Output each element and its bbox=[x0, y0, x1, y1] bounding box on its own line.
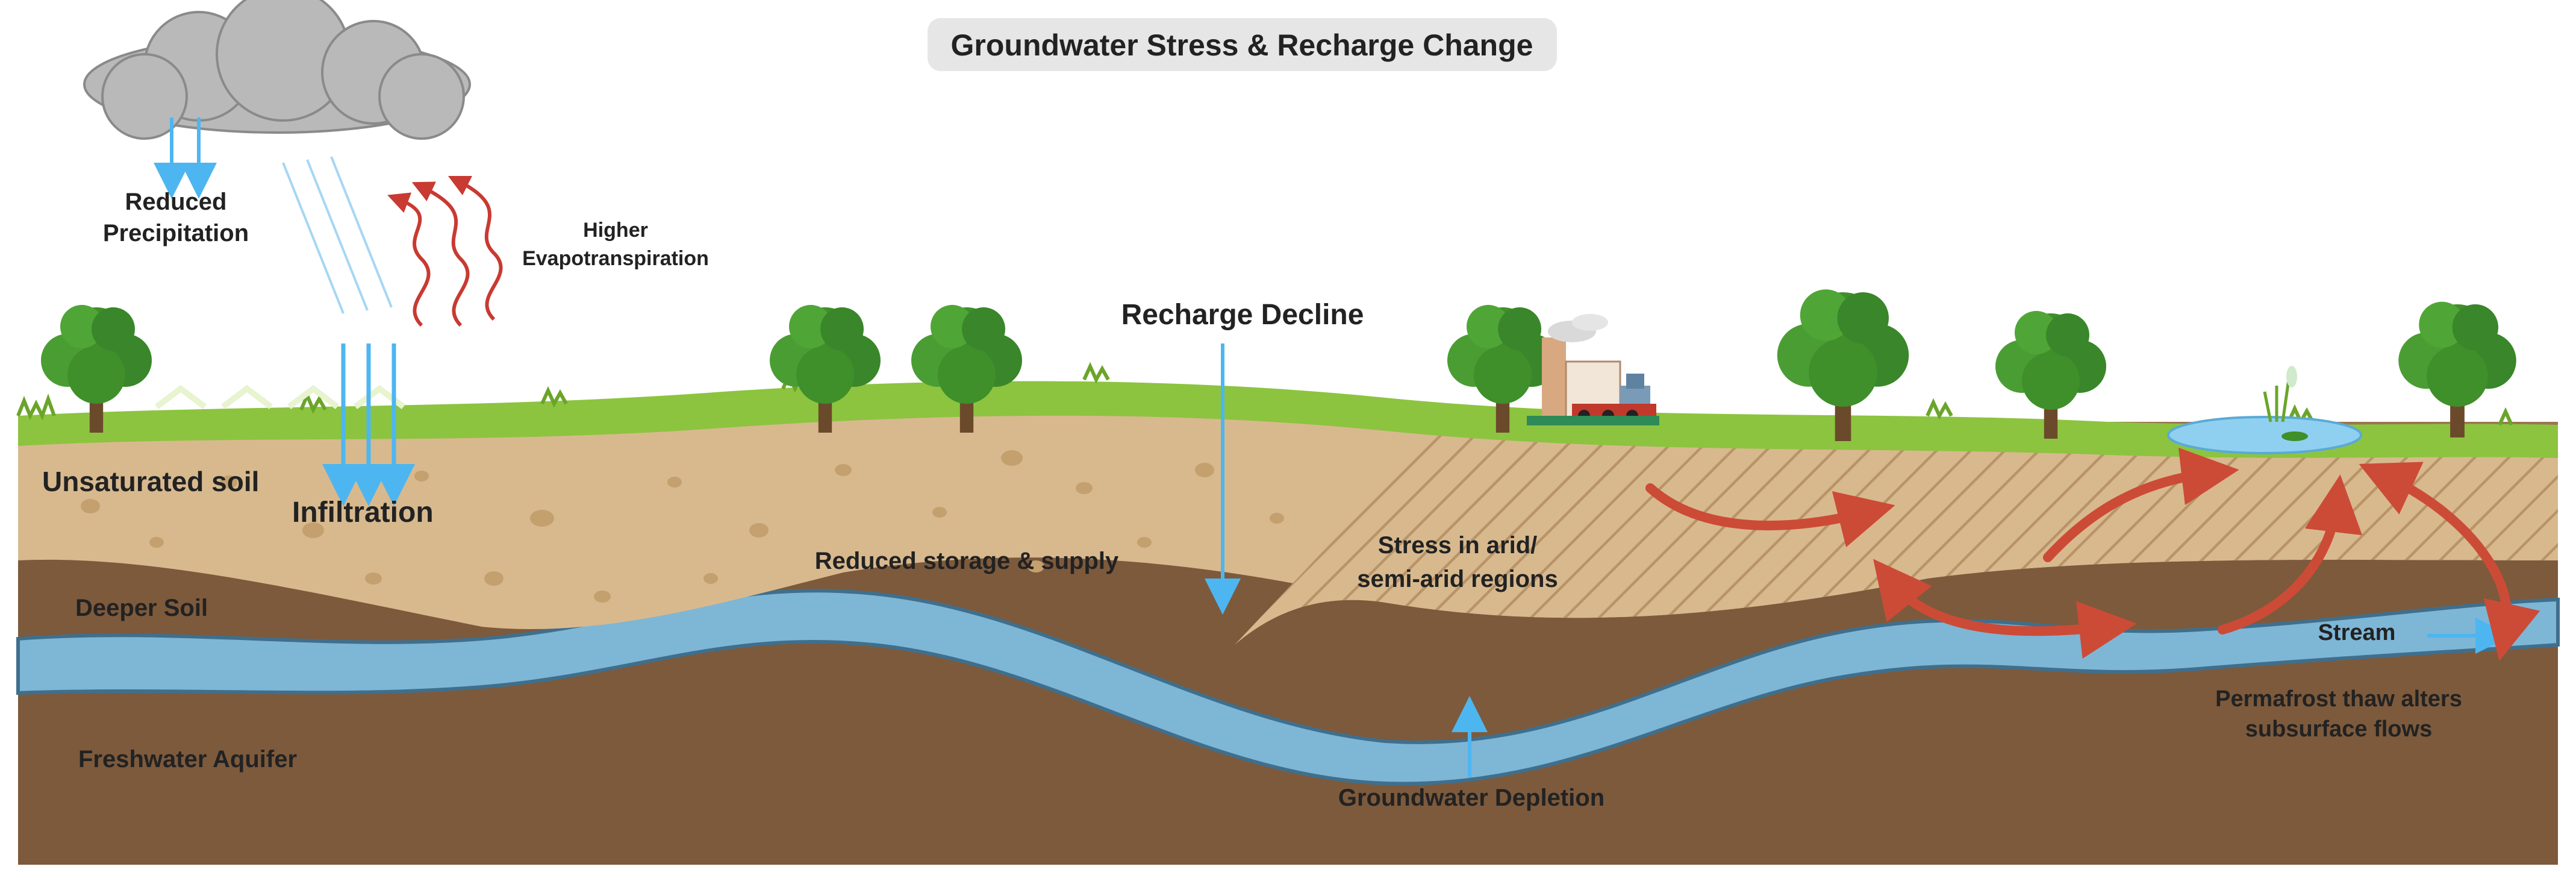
evapotranspiration-waves bbox=[387, 175, 503, 327]
label-unsaturated-soil: Unsaturated soil bbox=[42, 466, 259, 497]
label-permafrost-1: Permafrost thaw alters bbox=[2215, 686, 2462, 712]
rain-streaks bbox=[282, 156, 393, 314]
label-stress-arid-1: Stress in arid/ bbox=[1378, 532, 1538, 559]
soil-pebbles bbox=[81, 450, 1284, 603]
factory-icon bbox=[1527, 314, 1659, 425]
label-reduced-storage: Reduced storage & supply bbox=[815, 548, 1119, 574]
label-stream: Stream bbox=[2318, 620, 2396, 645]
label-deeper-soil: Deeper Soil bbox=[75, 595, 208, 621]
label-stress-arid-2: semi-arid regions bbox=[1357, 566, 1558, 592]
pond-icon bbox=[2167, 366, 2362, 454]
label-freshwater-aquifer: Freshwater Aquifer bbox=[78, 746, 297, 773]
label-higher-et-1: Higher bbox=[583, 219, 648, 242]
cloud-icon bbox=[83, 0, 471, 140]
label-higher-et-2: Evapotranspiration bbox=[522, 247, 709, 270]
grass-band bbox=[18, 381, 2558, 458]
label-reduced-precipitation-2: Precipitation bbox=[103, 220, 249, 246]
tree-icon bbox=[2398, 301, 2516, 437]
label-groundwater-depletion: Groundwater Depletion bbox=[1338, 785, 1605, 811]
label-permafrost-2: subsurface flows bbox=[2245, 716, 2432, 742]
page-title: Groundwater Stress & Recharge Change bbox=[951, 28, 1533, 62]
title-pill bbox=[928, 18, 1557, 71]
ground-chevrons bbox=[155, 384, 405, 409]
label-reduced-precipitation-1: Reduced bbox=[125, 189, 227, 215]
subsurface-flow-arrows bbox=[1645, 447, 2540, 661]
label-recharge-decline: Recharge Decline bbox=[1121, 299, 1364, 331]
label-infiltration: Infiltration bbox=[292, 497, 434, 528]
